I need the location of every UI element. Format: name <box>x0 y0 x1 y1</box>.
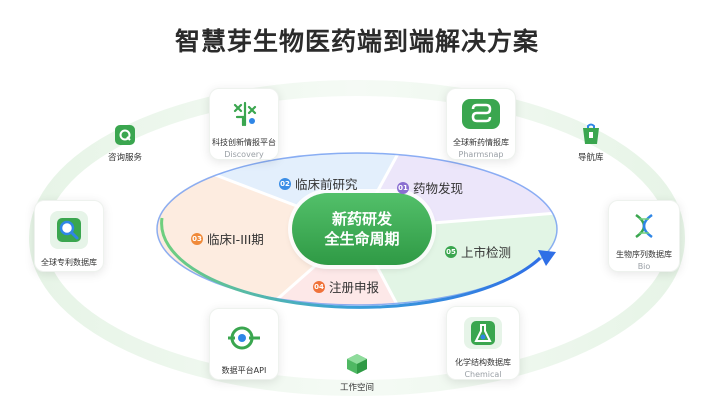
card-patent-db[interactable]: 全球专利数据库 <box>34 200 104 272</box>
stage-03-number: 03 <box>191 232 203 245</box>
mini-navigation[interactable]: 导航库 <box>578 122 604 163</box>
card-pharmsnap-sub: Pharmsnap <box>458 150 504 159</box>
page-title: 智慧芽生物医药端到端解决方案 <box>174 27 539 56</box>
card-chemical-db[interactable]: 化学结构数据库 Chemical <box>446 306 520 380</box>
magnifier-icon <box>50 211 88 249</box>
arrow-head <box>538 250 556 266</box>
stage-01-label: 药物发现 <box>413 181 464 196</box>
card-chemical-db-sub: Chemical <box>464 370 502 379</box>
progress-arrow <box>160 217 542 309</box>
card-pharmsnap-name: 全球新药情报库 <box>453 138 509 147</box>
card-patent-db-name: 全球专利数据库 <box>41 258 97 267</box>
mini-workspace-label: 工作空间 <box>340 383 375 393</box>
stage-01-number: 01 <box>397 181 409 194</box>
api-icon <box>225 319 263 357</box>
stage-02[interactable]: 02 临床前研究 <box>279 174 358 193</box>
stage-03[interactable]: 03 临床I-III期 <box>191 229 264 248</box>
stage-05-number: 05 <box>445 245 457 258</box>
discovery-icon <box>225 99 263 129</box>
pharmsnap-icon <box>462 99 500 129</box>
stage-04-number: 04 <box>313 280 325 293</box>
stage-03-label: 临床I-III期 <box>207 232 264 247</box>
center-hub: 新药研发 全生命周期 <box>292 193 432 265</box>
mini-consulting[interactable]: 咨询服务 <box>108 124 142 163</box>
bag-icon <box>582 123 599 144</box>
stage-04-label: 注册申报 <box>329 280 380 295</box>
card-discovery-sub: Discovery <box>224 150 264 159</box>
dna-icon <box>625 211 663 241</box>
consulting-icon <box>115 125 135 145</box>
flask-icon <box>464 317 502 349</box>
card-discovery-name: 科技创新情报平台 <box>212 138 276 147</box>
card-bio-db[interactable]: 生物序列数据库 Bio <box>608 200 680 272</box>
card-discovery[interactable]: 科技创新情报平台 Discovery <box>209 88 279 160</box>
mini-workspace[interactable]: 工作空间 <box>340 352 374 393</box>
card-chemical-db-name: 化学结构数据库 <box>455 358 511 367</box>
stage-04[interactable]: 04 注册申报 <box>313 277 379 296</box>
stage-02-number: 02 <box>279 177 291 190</box>
card-pharmsnap[interactable]: 全球新药情报库 Pharmsnap <box>446 88 516 160</box>
center-line2: 全生命周期 <box>324 230 400 248</box>
center-line1: 新药研发 <box>331 210 392 228</box>
card-api[interactable]: 数据平台API <box>209 308 279 380</box>
stage-05[interactable]: 05 上市检测 <box>445 242 511 261</box>
mini-navigation-label: 导航库 <box>578 153 604 163</box>
stage-02-label: 临床前研究 <box>295 177 358 192</box>
stage-01[interactable]: 01 药物发现 <box>397 178 463 197</box>
card-api-name: 数据平台API <box>221 366 267 375</box>
stage-05-label: 上市检测 <box>461 245 512 260</box>
card-bio-db-name: 生物序列数据库 <box>616 250 672 259</box>
workspace-cube-icon <box>347 354 367 374</box>
mini-consulting-label: 咨询服务 <box>108 153 143 163</box>
card-bio-db-sub: Bio <box>637 262 651 271</box>
